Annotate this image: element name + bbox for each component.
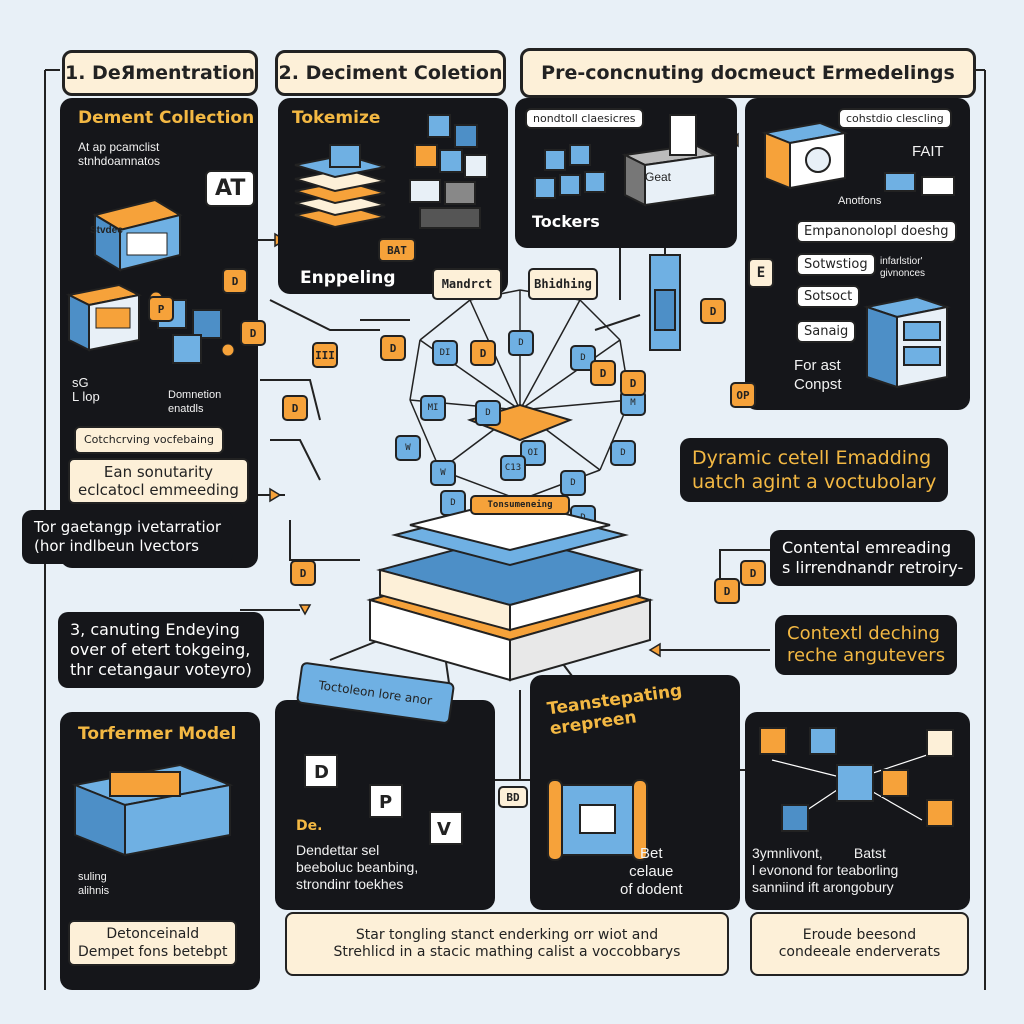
fait-label: FAIT [912, 143, 944, 160]
side-tag-e: E [748, 258, 774, 288]
orange-token-tag: D [222, 268, 248, 294]
server-box-label: Stvdec [90, 225, 123, 236]
panel4-text: 3ymnlivont, Batst l evonond for teaborli… [752, 845, 899, 895]
orange-token-tag: P [148, 296, 174, 322]
network-node: D [560, 470, 586, 496]
stacked-layers-icon [294, 144, 386, 229]
callout-embedding-order: 3, canuting Endeying over of etert tokge… [58, 612, 264, 688]
callout-context: Contextl deching reche angutevers [775, 615, 958, 675]
orange-token-tag: D [380, 335, 406, 361]
header-step-2: 2. Deciment Coletion [275, 50, 506, 96]
device-icon [621, 114, 719, 207]
header-step-1: 1. DeЯmentration [62, 50, 258, 96]
chip-icon [884, 172, 955, 196]
top-right-item-2b: infarlstior' givnonces [880, 256, 926, 279]
panel-tokenize-sub: Enppeling [300, 268, 396, 288]
network-node: W [430, 460, 456, 486]
letter-blocks-icon: D P V [304, 754, 463, 845]
book-stack-icon [366, 498, 654, 682]
orange-token-tag: D [240, 320, 266, 346]
panel-left-small-label: sG L lop [72, 375, 100, 404]
orange-token-tag: D [290, 560, 316, 586]
top-right-item-4: Sanaig [796, 320, 857, 343]
network-node: W [395, 435, 421, 461]
panel-left-title: Dement Collection [78, 108, 255, 128]
network-node: C13 [500, 455, 526, 481]
top-right-item-3: Sotsoct [796, 285, 861, 308]
panel-tokenize-title: Tokemize [292, 108, 381, 128]
panel3-text: Bet celaue of dodent [620, 845, 683, 898]
device-text: Geat [645, 170, 672, 184]
top-right-label: cohstdio clescling [838, 108, 952, 129]
callout-vectors: Tor gaetangp ivetarratior (hor indlbeun … [22, 510, 234, 564]
center-tag-1: Mandrct [432, 268, 502, 300]
bd-tag: BD [498, 786, 528, 808]
panel2-de: De. [296, 818, 323, 834]
network-node: MI [420, 395, 446, 421]
network-node: D [610, 440, 636, 466]
transformer-title: Torfermer Model [78, 724, 237, 744]
top-right-item-2: Sotwstiog [796, 253, 876, 276]
network-node: DI [432, 340, 458, 366]
similarity-box: Ean sonutarity eclcatocl emmeeding [68, 458, 249, 504]
top-right-bottom-text: For ast Conpst [794, 357, 842, 393]
orange-token-tag: D [620, 370, 646, 396]
network-node: D [475, 400, 501, 426]
callout-contental: Contental emreading s lirrendnandr retro… [770, 530, 976, 586]
center-tag-2: Bhidhing [528, 268, 598, 300]
callout-dynamic: Dyramic cetell Emadding uatch agint a vo… [680, 438, 949, 502]
storage-cube-icon [65, 283, 143, 352]
orange-token-tag: OP [730, 382, 756, 408]
network-cubes-icon [759, 727, 954, 832]
vocab-bar-label: Cotchcrving vocfebaing [74, 426, 224, 454]
panel-left-note: At ap pcamclist stnhdoamnatos [78, 140, 161, 168]
network-node: D [508, 330, 534, 356]
tockers-label: Tockers [532, 212, 600, 231]
card-cube-icon [761, 121, 849, 190]
orange-token-tag: D [714, 578, 740, 604]
top-mid-label: nondtoll claesicres [525, 108, 644, 129]
transformer-box: Detonceinald Dempet fons betebpt [68, 920, 238, 966]
orange-token-tag: III [312, 342, 338, 368]
bottom-right-box: Eroude beesond condeeale enderverats [750, 912, 969, 976]
header-step-3: Pre-concnuting docmeuct Ermedelings [520, 48, 976, 98]
server-box-icon [92, 198, 183, 272]
scroll-icon [547, 779, 648, 861]
network-node: D [570, 345, 596, 371]
svg-text:V: V [437, 819, 451, 840]
top-right-item-1: Empanonolopl doeshg [796, 220, 957, 243]
panel-left-side-label: Domnetion enatdls [168, 389, 222, 415]
anotions-label: Anotfons [838, 195, 882, 207]
server-stack-icon [863, 295, 951, 389]
panel2-text: Dendettar sel beeboluc beanbing, strondi… [296, 842, 419, 892]
orange-token-tag: D [282, 395, 308, 421]
orange-token-tag: D [470, 340, 496, 366]
token-cubes-icon [534, 144, 606, 199]
at-icon: AT [205, 170, 256, 207]
token-blocks-icon [409, 114, 488, 229]
tokenize-tag: BAT [378, 238, 416, 262]
transformer-small: suling alihnis [78, 871, 110, 897]
blue-column-icon [649, 254, 681, 351]
orange-token-tag: D [700, 298, 726, 324]
book-label: Tonsumeneing [470, 495, 570, 515]
orange-token-tag: D [740, 560, 766, 586]
orange-token-tag: D [590, 360, 616, 386]
svg-text:D: D [314, 762, 329, 783]
transformer-device-icon [71, 763, 234, 857]
svg-text:P: P [379, 792, 392, 813]
bottom-wide-box: Star tongling stanct enderking orr wiot … [285, 912, 729, 976]
